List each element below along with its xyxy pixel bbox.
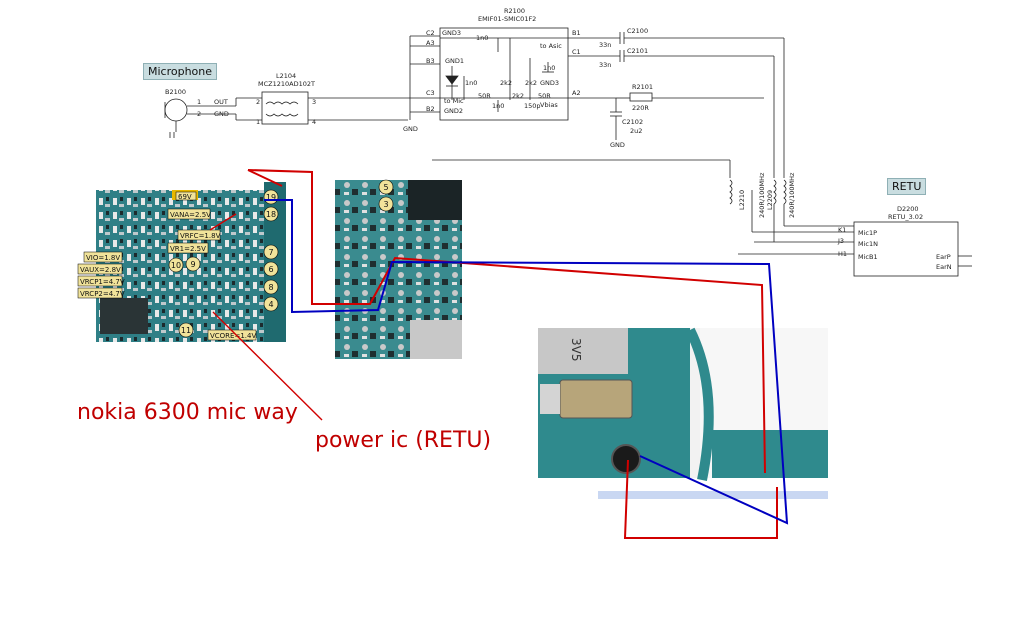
svg-text:MicB1: MicB1 bbox=[858, 253, 878, 261]
svg-text:1n0: 1n0 bbox=[543, 64, 555, 72]
microphone-label: Microphone bbox=[143, 63, 218, 80]
left-test-bubbles: 19 18 7 6 8 4 10 9 11 bbox=[168, 189, 279, 338]
svg-text:C1: C1 bbox=[572, 48, 581, 56]
svg-text:2: 2 bbox=[197, 110, 201, 118]
svg-text:9: 9 bbox=[190, 260, 195, 269]
svg-text:3: 3 bbox=[312, 98, 316, 106]
svg-text:C2101: C2101 bbox=[627, 47, 648, 55]
svg-text:VANA=2.5V: VANA=2.5V bbox=[170, 211, 211, 219]
svg-text:2: 2 bbox=[256, 98, 260, 106]
svg-text:3: 3 bbox=[383, 200, 388, 209]
svg-text:GND: GND bbox=[403, 125, 418, 133]
svg-text:MCZ1210AD102T: MCZ1210AD102T bbox=[258, 80, 315, 88]
svg-text:C2: C2 bbox=[426, 29, 435, 37]
svg-text:GND3: GND3 bbox=[540, 79, 559, 87]
svg-text:GND2: GND2 bbox=[444, 107, 463, 115]
svg-text:to Asic: to Asic bbox=[540, 42, 562, 50]
svg-text:D2200: D2200 bbox=[897, 205, 919, 213]
svg-text:Mic1P: Mic1P bbox=[858, 229, 877, 237]
svg-text:RETU_3.02: RETU_3.02 bbox=[888, 213, 923, 221]
svg-text:6: 6 bbox=[268, 265, 273, 274]
pcb-photo-middle: 5 3 bbox=[335, 179, 462, 359]
svg-text:2k2: 2k2 bbox=[512, 92, 524, 100]
r2100-part: EMIF01-SMIC01F2 bbox=[478, 15, 536, 23]
svg-text:B2: B2 bbox=[426, 105, 435, 113]
svg-text:69V: 69V bbox=[178, 193, 192, 201]
svg-text:Mic1N: Mic1N bbox=[858, 240, 878, 248]
svg-text:11: 11 bbox=[181, 326, 191, 335]
d2200-chip bbox=[853, 221, 959, 277]
svg-text:7: 7 bbox=[268, 248, 273, 257]
svg-text:2k2: 2k2 bbox=[500, 79, 512, 87]
svg-text:GND: GND bbox=[214, 110, 229, 118]
svg-text:33n: 33n bbox=[599, 61, 611, 69]
caption-power-ic: power ic (RETU) bbox=[315, 428, 492, 453]
svg-text:2u2: 2u2 bbox=[630, 127, 642, 135]
svg-text:10: 10 bbox=[171, 261, 181, 270]
svg-text:C2102: C2102 bbox=[622, 118, 643, 126]
svg-text:1: 1 bbox=[197, 98, 201, 106]
schematic-text: R2100 EMIF01-SMIC01F2 C2 A3 B3 C3 B2 GND… bbox=[165, 7, 952, 271]
svg-text:GND1: GND1 bbox=[445, 57, 464, 65]
svg-text:50R: 50R bbox=[538, 92, 551, 100]
svg-text:B2100: B2100 bbox=[165, 88, 186, 96]
mic-pad bbox=[611, 444, 641, 474]
svg-text:8: 8 bbox=[268, 283, 273, 292]
svg-text:19: 19 bbox=[266, 193, 276, 202]
svg-text:1n0: 1n0 bbox=[465, 79, 477, 87]
svg-text:L2210: L2210 bbox=[738, 190, 746, 210]
left-voltage-tags: 69V VANA=2.5V VRFC=1.8V VR1=2.5V VIO=1.8… bbox=[77, 191, 256, 341]
svg-text:J3: J3 bbox=[837, 237, 844, 245]
svg-text:VCORE=1.4V: VCORE=1.4V bbox=[210, 332, 256, 340]
svg-text:C3: C3 bbox=[426, 89, 435, 97]
svg-text:L2209: L2209 bbox=[766, 190, 774, 210]
svg-text:1: 1 bbox=[256, 118, 260, 126]
svg-text:1n0: 1n0 bbox=[476, 34, 488, 42]
svg-text:5: 5 bbox=[383, 183, 388, 192]
signal-wires bbox=[209, 169, 789, 539]
svg-text:R2101: R2101 bbox=[632, 83, 653, 91]
r2100-chip bbox=[439, 27, 569, 121]
svg-text:EarN: EarN bbox=[936, 263, 952, 271]
svg-text:150p: 150p bbox=[524, 102, 541, 110]
svg-text:33n: 33n bbox=[599, 41, 611, 49]
svg-text:1n0: 1n0 bbox=[492, 102, 504, 110]
caption-mic-way: nokia 6300 mic way bbox=[77, 400, 298, 425]
r2100-ref: R2100 bbox=[504, 7, 525, 15]
svg-text:EarP: EarP bbox=[936, 253, 951, 261]
mic-symbol bbox=[164, 98, 188, 122]
svg-text:K1: K1 bbox=[838, 226, 846, 234]
svg-text:to Mic: to Mic bbox=[444, 97, 464, 105]
svg-text:240R/100MHz: 240R/100MHz bbox=[758, 172, 766, 218]
svg-text:VRCP1=4.7V: VRCP1=4.7V bbox=[80, 278, 125, 286]
svg-text:GND3: GND3 bbox=[442, 29, 461, 37]
svg-text:L2104: L2104 bbox=[276, 72, 296, 80]
svg-text:Vbias: Vbias bbox=[540, 101, 558, 109]
retu-label: RETU bbox=[887, 178, 927, 195]
pcb-photo-right: 3V5 bbox=[538, 327, 828, 499]
svg-text:H1: H1 bbox=[838, 250, 847, 258]
svg-text:OUT: OUT bbox=[214, 98, 228, 106]
svg-text:240R/100MHz: 240R/100MHz bbox=[788, 172, 796, 218]
svg-text:VIO=1.8V: VIO=1.8V bbox=[86, 254, 120, 262]
svg-text:A3: A3 bbox=[426, 39, 435, 47]
svg-text:VR1=2.5V: VR1=2.5V bbox=[170, 245, 206, 253]
schematic bbox=[164, 27, 972, 277]
svg-text:VAUX=2.8V: VAUX=2.8V bbox=[80, 266, 121, 274]
svg-text:VRCP2=4.7V: VRCP2=4.7V bbox=[80, 290, 125, 298]
svg-text:3V5: 3V5 bbox=[569, 338, 583, 361]
svg-text:50R: 50R bbox=[478, 92, 491, 100]
svg-text:A2: A2 bbox=[572, 89, 581, 97]
svg-text:4: 4 bbox=[268, 300, 273, 309]
svg-text:C2100: C2100 bbox=[627, 27, 648, 35]
svg-text:B1: B1 bbox=[572, 29, 581, 37]
svg-text:VRFC=1.8V: VRFC=1.8V bbox=[180, 232, 221, 240]
svg-text:2k2: 2k2 bbox=[525, 79, 537, 87]
svg-text:220R: 220R bbox=[632, 104, 649, 112]
svg-text:GND: GND bbox=[610, 141, 625, 149]
svg-text:18: 18 bbox=[266, 210, 276, 219]
svg-text:4: 4 bbox=[312, 118, 316, 126]
svg-text:B3: B3 bbox=[426, 57, 435, 65]
